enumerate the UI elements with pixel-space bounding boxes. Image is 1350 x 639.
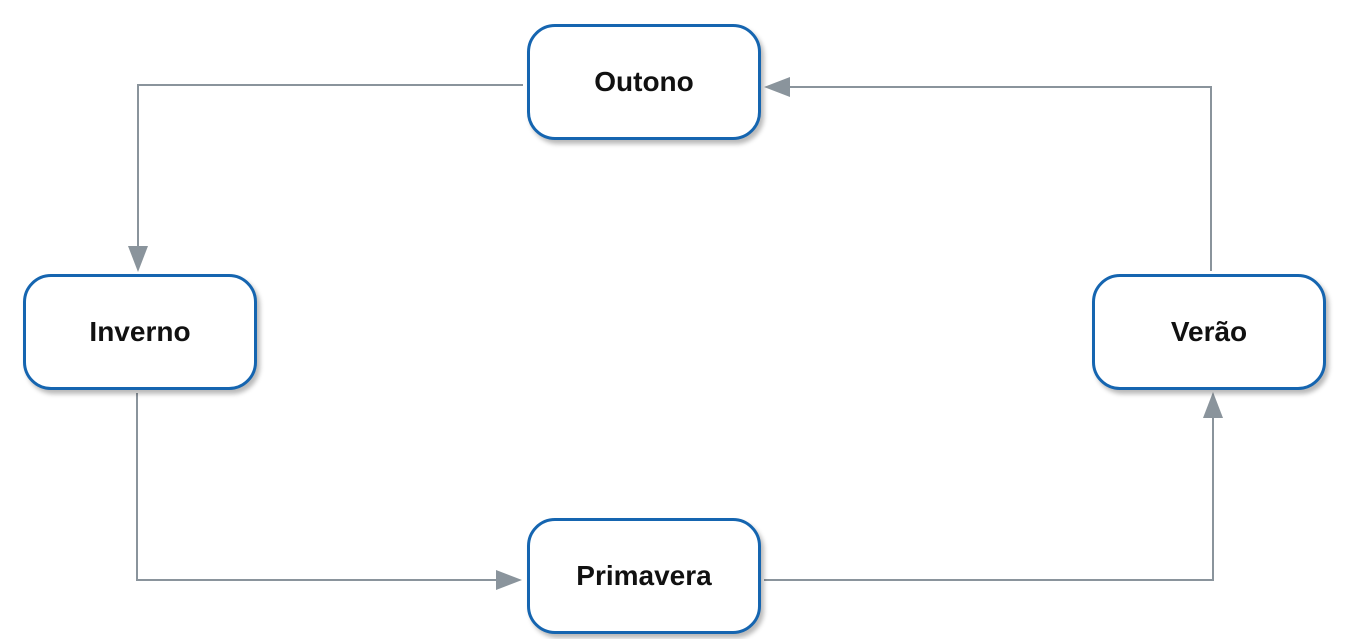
node-verao[interactable]: Verão xyxy=(1092,274,1326,390)
node-primavera-label: Primavera xyxy=(576,560,712,591)
arrowhead-into-primavera xyxy=(496,570,522,590)
arrowhead-into-inverno xyxy=(128,246,148,272)
edge-primavera-to-verao xyxy=(764,418,1214,581)
node-primavera[interactable]: Primavera xyxy=(527,518,761,634)
edge-inverno-to-primavera xyxy=(136,393,496,581)
node-verao-label: Verão xyxy=(1170,316,1248,347)
node-inverno[interactable]: Inverno xyxy=(23,274,257,390)
node-outono[interactable]: Outono xyxy=(527,24,761,140)
edge-outono-to-inverno xyxy=(137,84,523,246)
arrowhead-into-outono xyxy=(764,77,790,97)
node-inverno-label: Inverno xyxy=(89,316,191,347)
arrowhead-into-verao xyxy=(1203,392,1223,418)
node-outono-label: Outono xyxy=(594,66,694,97)
edge-verao-to-outono xyxy=(790,86,1212,271)
